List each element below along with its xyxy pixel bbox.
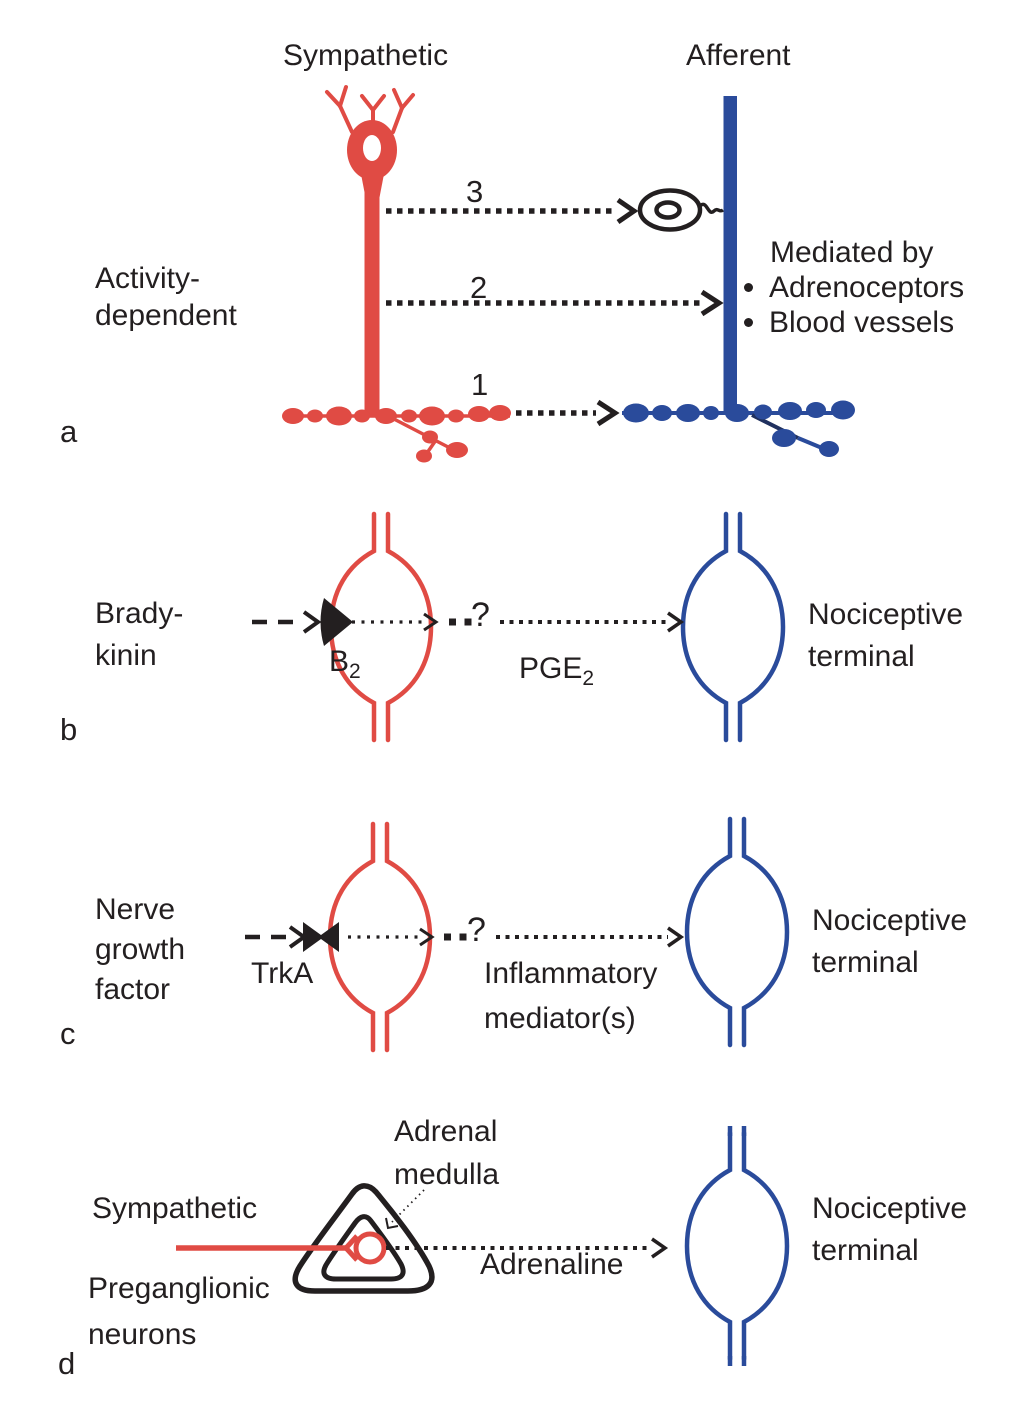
activity-dependent-label: Activity- dependent [95,262,237,332]
medulla-leader-line [385,1189,425,1230]
bullet-icon [744,318,753,327]
unknown-mediator-b: ? [471,596,490,634]
sympathetic-soma-icon [347,120,397,416]
bradykinin-arrow [252,610,322,634]
sympathetic-column-label: Sympathetic [283,39,449,72]
inflammatory-mediators-label: Inflammatory mediator(s) [484,957,658,1035]
varicosity-d-stalk-extensions [727,1126,747,1366]
preganglionic-neurons-label: Preganglionic neurons [88,1272,270,1351]
preganglionic-fiber-icon [176,1231,387,1265]
adrenaline-label: Adrenaline [480,1248,624,1281]
mediated-by-list: Mediated by Adrenoceptors Blood vessels [744,235,964,340]
nociceptive-terminal-label-b: Nociceptive terminal [808,598,964,673]
ngf-arrow [245,925,308,949]
trka-receptor-label: TrkA [251,957,314,990]
adrenal-gland-icon [292,1183,435,1294]
trka-receptor-icon [303,922,339,952]
sympathetic-terminals-icon [282,405,511,463]
mediated-bullet-adrenoceptors: Adrenoceptors [769,270,965,304]
afferent-axon [723,96,737,413]
arrow-3-number: 3 [466,174,484,209]
nociceptive-terminal-label-d: Nociceptive terminal [812,1192,968,1267]
arrow-2 [386,289,724,317]
sympathetic-neuron-icon [325,85,415,134]
b2-receptor-label: B2 [329,645,361,683]
intracellular-arrow-b [352,612,439,632]
intermediate-cell-icon [637,188,725,232]
b2-receptor-icon [320,598,353,646]
intracellular-arrow-c [348,927,435,947]
afferent-column-label: Afferent [686,39,791,72]
bradykinin-label: Brady- kinin [95,597,184,672]
nociceptive-varicosity-d [687,1133,787,1359]
pge2-label: PGE2 [519,652,595,690]
sympathetic-label-d: Sympathetic [92,1192,258,1225]
mediated-by-title: Mediated by [770,235,934,269]
arrow-1 [516,399,620,427]
inflammatory-arrow [496,926,685,948]
adrenal-medulla-label: Adrenal medulla [394,1115,500,1191]
panel-a-letter: a [60,414,78,449]
afferent-terminals-icon [622,400,855,457]
arrow-3 [386,197,639,225]
unknown-mediator-c: ? [467,911,486,949]
nerve-growth-factor-label: Nerve growth factor [95,893,186,1006]
pge2-arrow [500,611,685,633]
bullet-icon [744,283,753,292]
sympathetic-axon [364,186,380,416]
mediated-bullet-blood-vessels: Blood vessels [769,305,955,339]
nociceptive-varicosity-c [687,819,787,1045]
adrenaline-arrow [386,1237,669,1259]
panel-c-letter: c [60,1016,76,1051]
nociceptive-terminal-label-c: Nociceptive terminal [812,904,968,979]
panel-b-letter: b [60,712,78,747]
arrow-1-number: 1 [471,367,489,402]
nociceptive-varicosity-b [683,514,783,740]
arrow-2-number: 2 [470,270,488,305]
panel-d-letter: d [58,1346,76,1381]
